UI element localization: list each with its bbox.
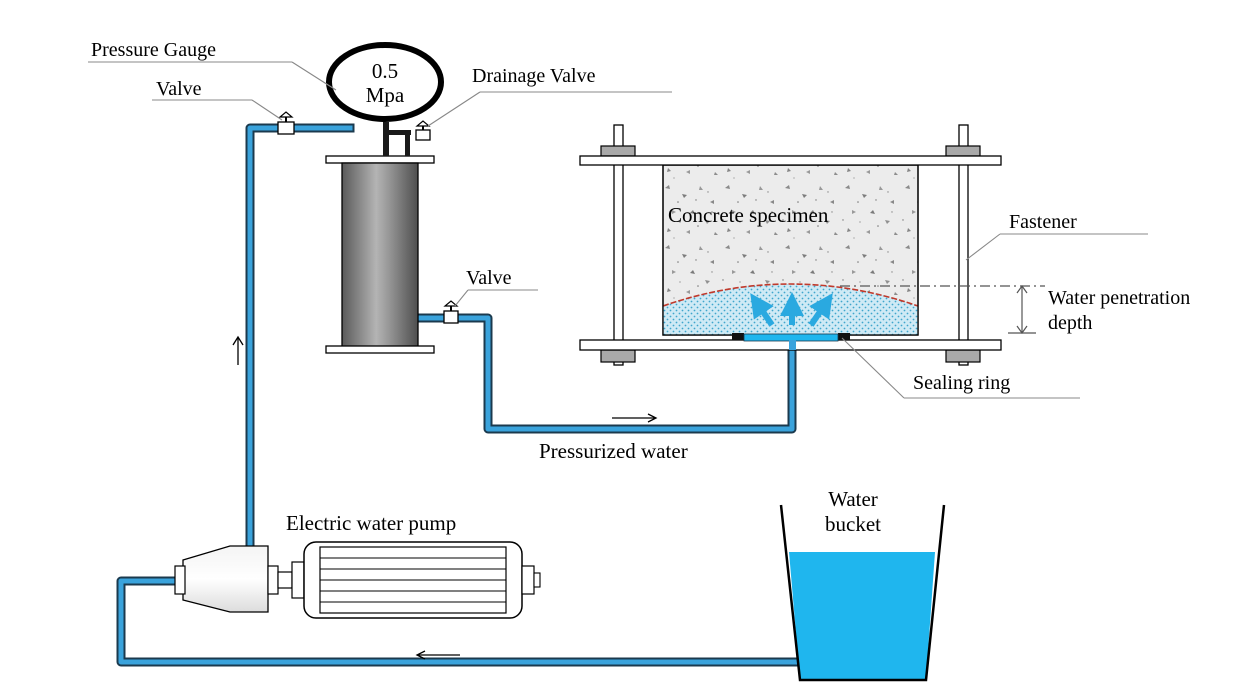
valve-top bbox=[277, 111, 295, 135]
label-penetration-depth: depth bbox=[1048, 312, 1092, 334]
penetration-front bbox=[662, 283, 919, 307]
label-pressure-gauge: Pressure Gauge bbox=[91, 39, 216, 61]
up-arrow-icon bbox=[232, 335, 244, 365]
gauge-value: 0.5 bbox=[372, 59, 398, 83]
right-arrow-icon bbox=[612, 413, 658, 423]
electric-water-pump bbox=[174, 541, 541, 619]
drainage-valve bbox=[415, 120, 431, 141]
specimen-frame bbox=[579, 124, 1002, 366]
label-concrete-specimen: Concrete specimen bbox=[668, 203, 829, 227]
valve-side bbox=[443, 300, 459, 324]
gauge-unit: Mpa bbox=[366, 83, 405, 107]
label-water-bucket-1: Water bbox=[828, 487, 878, 511]
label-valve-top: Valve bbox=[156, 78, 202, 100]
pressure-gauge: 0.5 Mpa bbox=[326, 42, 444, 122]
penetration-depth-marker bbox=[840, 284, 1045, 335]
label-water-penetration: Water penetration bbox=[1048, 287, 1190, 309]
leader-lines bbox=[88, 61, 1148, 399]
label-sealing-ring: Sealing ring bbox=[913, 372, 1010, 394]
label-drainage-valve: Drainage Valve bbox=[472, 65, 596, 87]
water-bucket bbox=[779, 504, 946, 682]
left-arrow-icon bbox=[415, 650, 460, 660]
water-flow-arrows-icon bbox=[750, 292, 833, 327]
label-valve-side: Valve bbox=[466, 267, 512, 289]
label-electric-water-pump: Electric water pump bbox=[286, 511, 456, 535]
pressure-cylinder bbox=[325, 122, 435, 354]
label-water-bucket-2: bucket bbox=[825, 512, 881, 536]
label-pressurized-water: Pressurized water bbox=[539, 439, 688, 463]
label-fastener: Fastener bbox=[1009, 211, 1077, 233]
flow-arrows bbox=[232, 335, 658, 660]
pipe-network bbox=[116, 123, 807, 667]
